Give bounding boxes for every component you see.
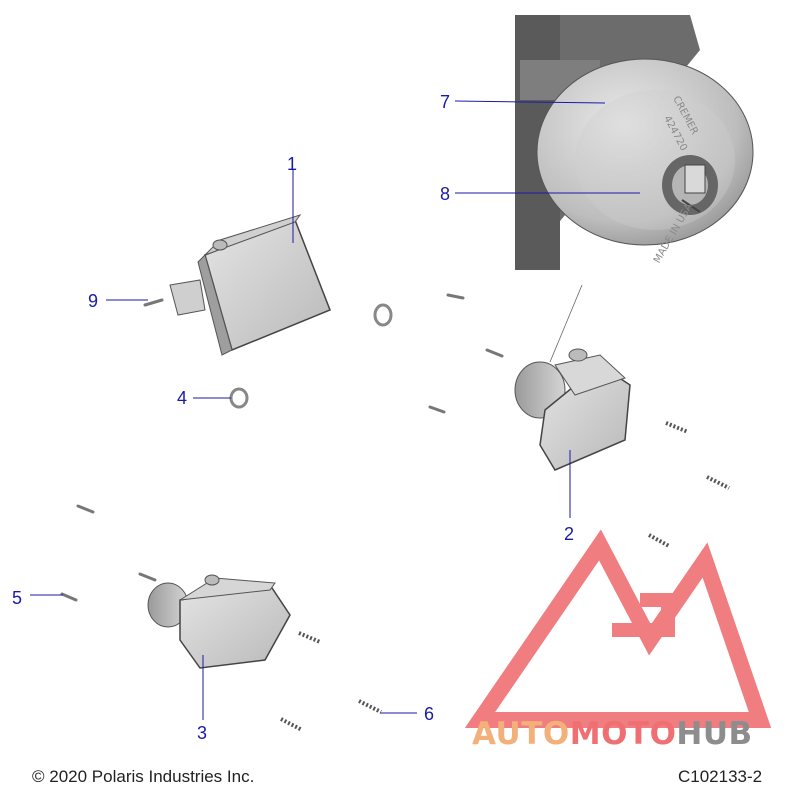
headlight-assembly-2	[514, 284, 631, 471]
watermark-logo	[464, 529, 772, 728]
watermark-text: AUTOMOTOHUB	[472, 716, 753, 752]
copyright-text: © 2020 Polaris Industries Inc.	[32, 767, 255, 786]
callout-8: 8	[440, 184, 451, 204]
watermark-hub: HUB	[676, 716, 753, 752]
callout-9: 9	[88, 291, 99, 311]
screws	[60, 293, 504, 602]
watermark-moto: MOTO	[569, 716, 677, 752]
headlight-assembly-1	[169, 214, 331, 356]
callout-3: 3	[197, 723, 208, 743]
callout-2: 2	[564, 524, 575, 544]
diagram-code: C102133-2	[678, 767, 763, 786]
adjuster-springs	[280, 421, 730, 732]
callout-7: 7	[440, 92, 451, 112]
headlight-assembly-3	[147, 574, 291, 669]
callout-4: 4	[177, 388, 188, 408]
callout-6: 6	[424, 704, 435, 724]
callout-1: 1	[287, 154, 298, 174]
callout-5: 5	[12, 588, 23, 608]
leader-lines	[30, 100, 640, 720]
bulb-housing-closeup	[515, 15, 754, 270]
watermark-auto: AUTO	[472, 716, 570, 752]
